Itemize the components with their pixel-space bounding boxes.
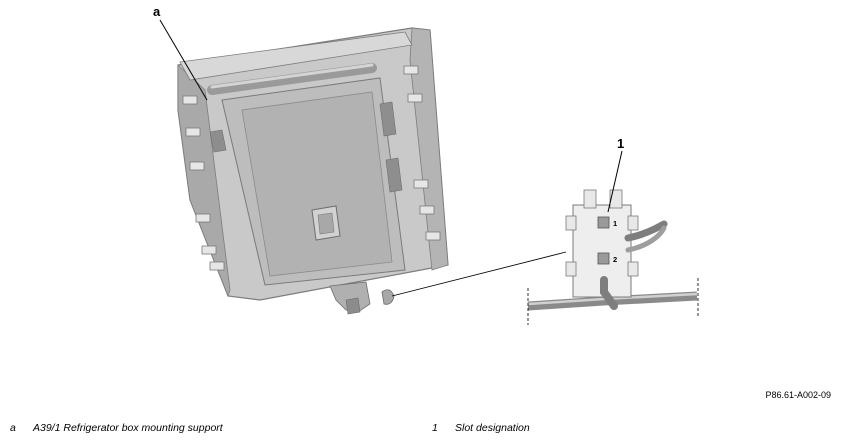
detail-link-line [391, 251, 567, 297]
slot-label-1: 1 [613, 219, 617, 228]
legend-text-1: Slot designation [455, 422, 530, 434]
leader-line-a [159, 19, 208, 101]
mounting-support-drawing [177, 27, 449, 315]
figure-code: P86.61-A002-09 [765, 390, 831, 400]
leader-line-1 [607, 150, 623, 213]
legend-key-1: 1 [432, 422, 438, 434]
callout-1: 1 [617, 136, 625, 151]
legend-key-a: a [10, 422, 16, 434]
callout-a: a [153, 4, 161, 19]
slot-detail-drawing [527, 189, 699, 325]
slot-label-2: 2 [613, 255, 617, 264]
legend-text-a: A39/1 Refrigerator box mounting support [33, 422, 223, 434]
